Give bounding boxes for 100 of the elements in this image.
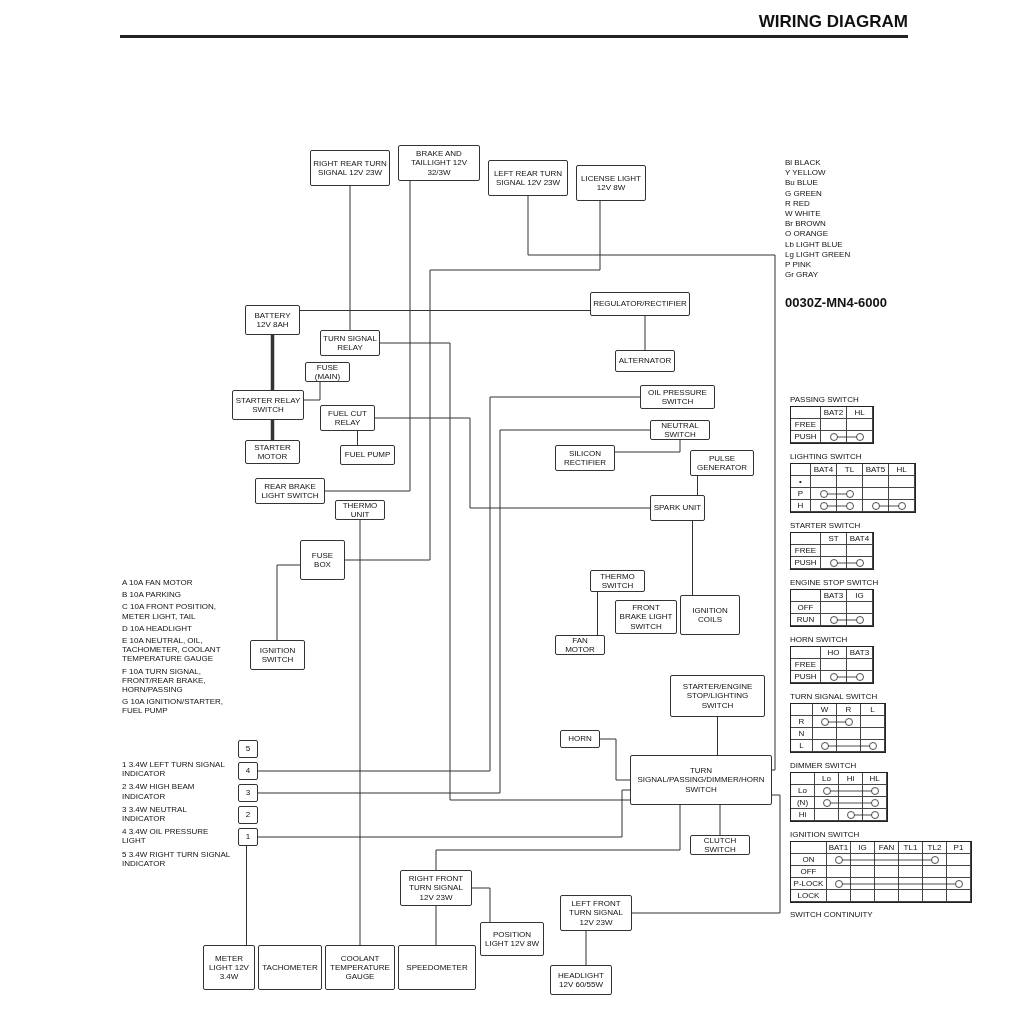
component-label: 4 bbox=[245, 766, 251, 776]
fuse-rating-text: G 10A IGNITION/STARTER, FUEL PUMP bbox=[122, 697, 225, 716]
component-label: FUEL PUMP bbox=[344, 450, 391, 460]
wire bbox=[299, 310, 591, 311]
table-cell: TL1 bbox=[899, 842, 923, 854]
component-label: REGULATOR/RECTIFIER bbox=[593, 299, 687, 309]
component-label: LICENSE LIGHT 12V 8W bbox=[580, 173, 642, 193]
table-cell: L bbox=[861, 704, 885, 716]
component-box bbox=[238, 762, 258, 780]
color-code-text: Lg LIGHT GREEN bbox=[785, 249, 851, 259]
component-box bbox=[258, 945, 322, 990]
component-box bbox=[305, 362, 350, 382]
component-box bbox=[398, 145, 480, 181]
table-cell: OFF bbox=[791, 602, 821, 614]
table-cell: Hi bbox=[791, 809, 815, 821]
wire bbox=[270, 335, 275, 390]
table-cell: W bbox=[813, 704, 837, 716]
component-label: PULSE GENERATOR bbox=[696, 453, 748, 473]
table-title: STARTER SWITCH bbox=[790, 521, 861, 531]
table-cell: RUN bbox=[791, 614, 821, 626]
table-cell: FAN bbox=[875, 842, 899, 854]
table-cell: • bbox=[791, 476, 811, 488]
table-cell: BAT3 bbox=[821, 590, 847, 602]
component-box bbox=[555, 635, 605, 655]
part-number: 0030Z-MN4-6000 bbox=[785, 296, 887, 311]
component-label: IGNITION COILS bbox=[691, 605, 729, 625]
component-label: THERMO SWITCH bbox=[599, 571, 636, 591]
table-cell: (N) bbox=[791, 797, 815, 809]
color-code-text: Y YELLOW bbox=[785, 168, 827, 178]
component-box bbox=[400, 870, 472, 906]
component-box bbox=[555, 445, 615, 471]
wire bbox=[270, 420, 275, 440]
component-box bbox=[680, 595, 740, 635]
indicator-text: 2 3.4W HIGH BEAM INDICATOR bbox=[122, 782, 196, 801]
component-box bbox=[300, 540, 345, 580]
component-box bbox=[550, 965, 612, 995]
color-code-text: P PINK bbox=[785, 259, 813, 270]
wire bbox=[692, 520, 693, 596]
component-box bbox=[640, 385, 715, 409]
component-box bbox=[245, 440, 300, 464]
color-code-text: G GREEN bbox=[785, 188, 823, 198]
component-box bbox=[560, 730, 600, 748]
table-heading: SWITCH CONTINUITY bbox=[790, 910, 873, 920]
component-label: RIGHT FRONT TURN SIGNAL 12V 23W bbox=[407, 874, 465, 902]
table-cell: IG bbox=[847, 590, 873, 602]
wire bbox=[357, 430, 358, 446]
color-code-text: Gr GRAY bbox=[785, 270, 820, 280]
component-label: IGNITION SWITCH bbox=[258, 645, 297, 665]
table-cell: Hi bbox=[839, 773, 863, 785]
component-box bbox=[245, 305, 300, 335]
fuse-rating-text: B 10A PARKING bbox=[122, 590, 182, 600]
component-label: FRONT BRAKE LIGHT SWITCH bbox=[618, 603, 674, 631]
color-code-text: W WHITE bbox=[785, 208, 822, 219]
table-cell: L bbox=[791, 740, 813, 752]
component-label: ALTERNATOR bbox=[618, 356, 672, 366]
table-cell: BAT4 bbox=[847, 533, 873, 545]
table-title: PASSING SWITCH bbox=[790, 395, 859, 405]
color-code-text: R RED bbox=[785, 198, 811, 208]
component-label: NEUTRAL SWITCH bbox=[660, 420, 700, 440]
component-label: FAN MOTOR bbox=[564, 635, 596, 655]
component-label: TURN SIGNAL RELAY bbox=[323, 333, 377, 353]
component-label: HEADLIGHT 12V 60/55W bbox=[557, 970, 605, 990]
table-cell: FREE bbox=[791, 659, 821, 671]
wire bbox=[435, 905, 437, 946]
component-box bbox=[670, 675, 765, 717]
wire bbox=[344, 200, 601, 561]
component-label: TURN SIGNAL/PASSING/DIMMER/HORN SWITCH bbox=[636, 766, 766, 794]
component-label: BRAKE AND TAILLIGHT 12V 32/3W bbox=[409, 149, 469, 177]
wire bbox=[585, 930, 587, 966]
table-cell: BAT1 bbox=[827, 842, 851, 854]
color-code-text: Lb LIGHT BLUE bbox=[785, 239, 844, 249]
component-label: POSITION LIGHT 12V 8W bbox=[483, 929, 541, 949]
component-label: FUEL CUT RELAY bbox=[327, 408, 368, 428]
table-cell: PUSH bbox=[791, 671, 821, 683]
table-cell: IG bbox=[851, 842, 875, 854]
table-cell: P bbox=[791, 488, 811, 500]
component-label: FUSE (MAIN) bbox=[313, 362, 342, 382]
component-box bbox=[335, 500, 385, 520]
table-cell: PUSH bbox=[791, 557, 821, 569]
wire bbox=[349, 185, 351, 331]
wire bbox=[471, 887, 491, 923]
table-cell: PUSH bbox=[791, 431, 821, 443]
wire bbox=[614, 439, 681, 453]
component-box bbox=[690, 835, 750, 855]
component-label: 5 bbox=[245, 744, 251, 754]
component-box bbox=[576, 165, 646, 201]
component-label: STARTER RELAY SWITCH bbox=[235, 395, 301, 415]
wire bbox=[597, 591, 598, 636]
table-cell: Lo bbox=[791, 785, 815, 797]
component-box bbox=[615, 350, 675, 372]
table-cell: FREE bbox=[791, 545, 821, 557]
component-label: REAR BRAKE LIGHT SWITCH bbox=[260, 481, 320, 501]
component-box bbox=[238, 828, 258, 846]
fuse-rating-text: F 10A TURN SIGNAL, FRONT/REAR BRAKE, HORN/PASSING bbox=[122, 666, 207, 695]
component-label: FUSE BOX bbox=[310, 550, 335, 570]
table-title: HORN SWITCH bbox=[790, 635, 848, 645]
table-title: LIGHTING SWITCH bbox=[790, 452, 862, 462]
table-cell: LOCK bbox=[791, 890, 827, 902]
component-label: OIL PRESSURE SWITCH bbox=[647, 387, 708, 407]
wire bbox=[276, 564, 301, 641]
